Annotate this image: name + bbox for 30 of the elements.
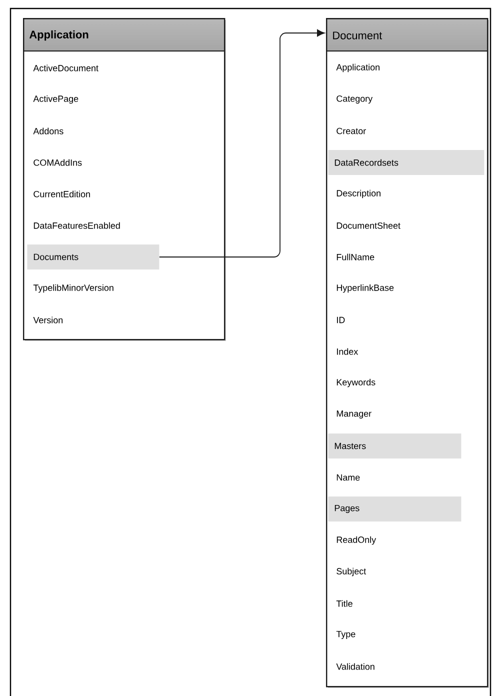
property-row: Manager — [336, 410, 372, 419]
property-row: Documents — [27, 244, 160, 270]
property-row: ID — [337, 316, 345, 324]
property-row: Type — [336, 630, 356, 640]
property-row: FullName — [336, 254, 374, 260]
property-row: TypelibMinorVersion — [33, 284, 114, 293]
property-row: DataFeaturesEnabled — [34, 222, 120, 229]
property-row: ActivePage — [33, 95, 78, 104]
property-row: Description — [336, 190, 380, 198]
property-row: Index — [337, 348, 358, 355]
property-row: HyperlinkBase — [336, 284, 394, 293]
property-row: Version — [33, 316, 63, 324]
property-row: Application — [336, 64, 380, 72]
property-row: DocumentSheet — [336, 222, 400, 229]
property-row: Pages — [328, 496, 462, 522]
property-row: Creator — [336, 128, 366, 134]
property-row: Subject — [336, 568, 366, 576]
property-row: Category — [336, 95, 373, 104]
property-row: ActiveDocument — [33, 64, 98, 72]
property-row: Masters — [328, 434, 462, 458]
property-row: Keywords — [336, 378, 376, 388]
property-row: Addons — [33, 128, 64, 134]
property-row: CurrentEdition — [34, 190, 90, 198]
property-row: Name — [336, 474, 360, 481]
property-row: ReadOnly — [336, 536, 376, 545]
property-row: Title — [336, 600, 352, 607]
connector-arrow — [158, 29, 325, 258]
property-row: Validation — [336, 663, 374, 670]
property-row: DataRecordsets — [328, 150, 484, 175]
property-row: COMAddIns — [34, 159, 82, 166]
